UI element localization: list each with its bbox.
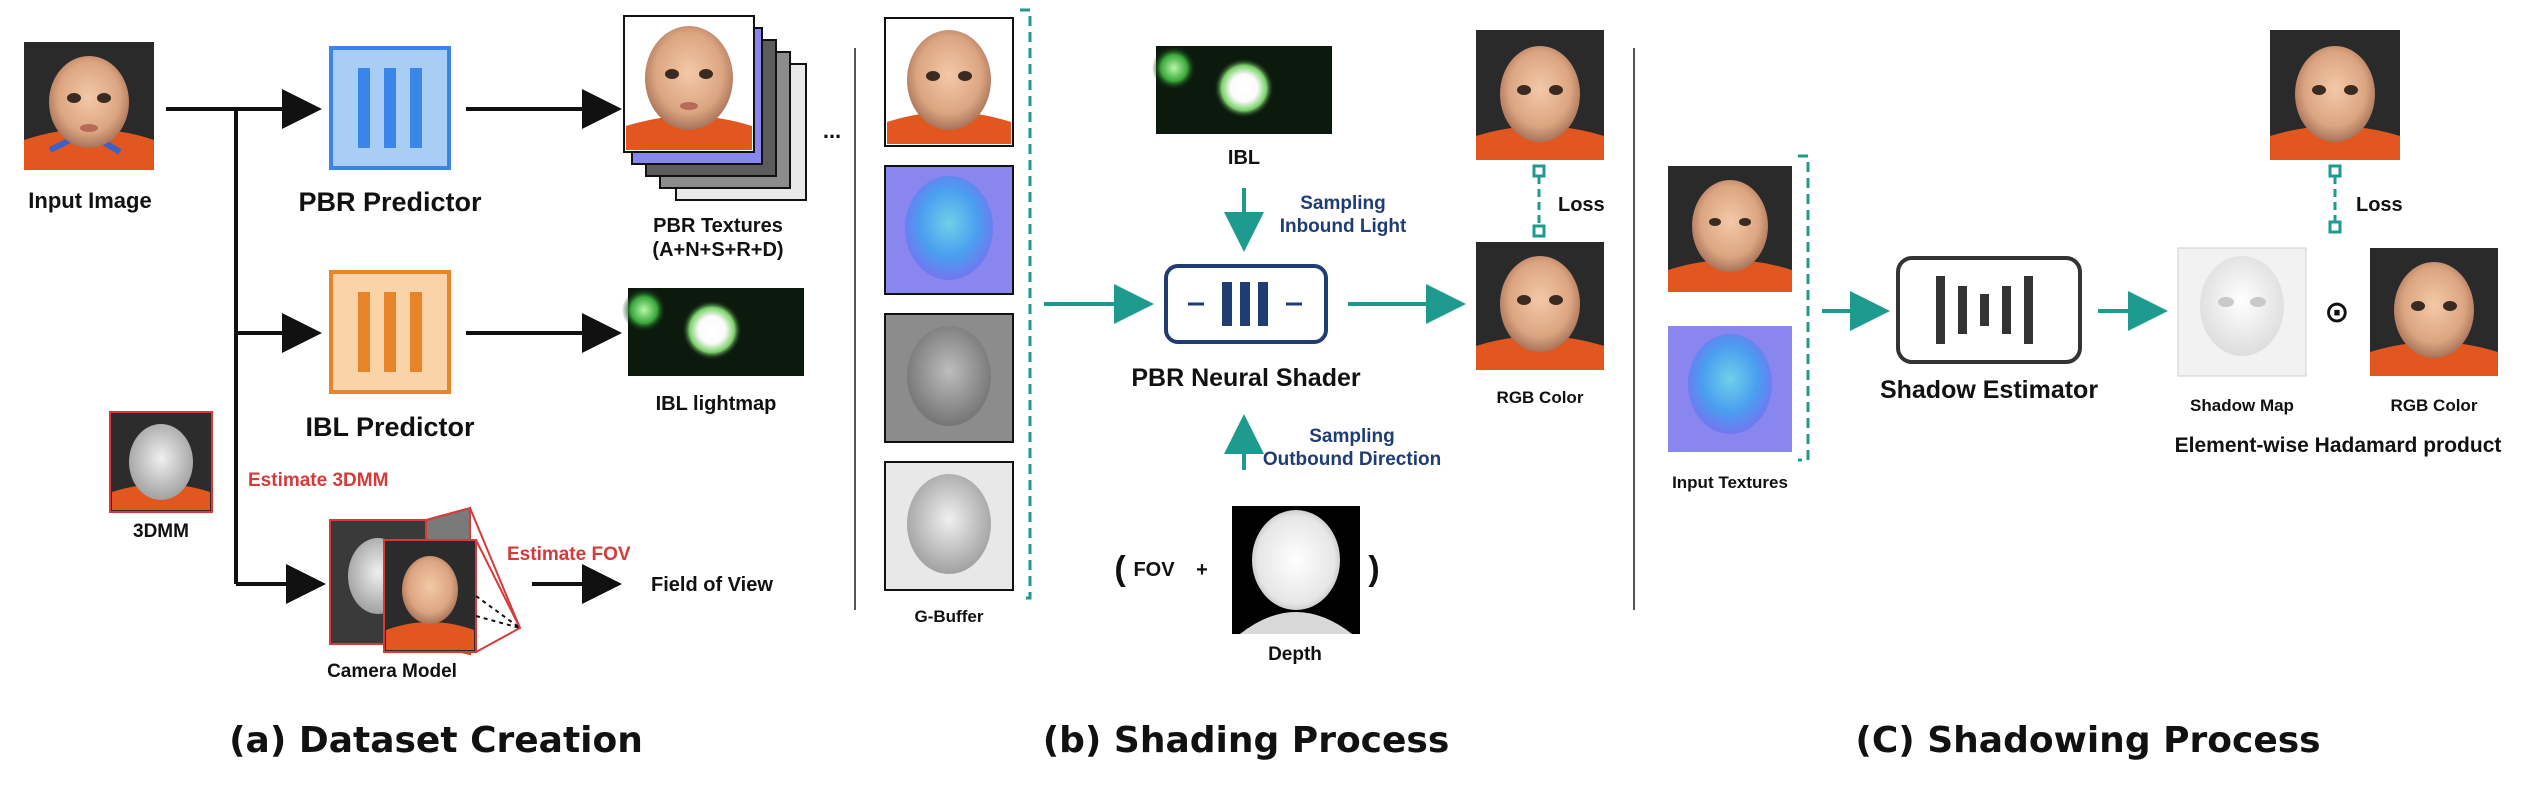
pbr-textures-label: PBR Textures xyxy=(653,215,783,237)
fov-term: FOV xyxy=(1133,559,1175,581)
tdmm-thumbnail xyxy=(109,411,213,513)
estimate-3dmm-label: Estimate 3DMM xyxy=(248,470,388,491)
shadow-map-image xyxy=(2177,247,2307,377)
sampling-outbound-label-1: Sampling xyxy=(1309,426,1395,447)
estimate-fov-label: Estimate FOV xyxy=(507,544,631,565)
pbr-neural-shader-label: PBR Neural Shader xyxy=(1131,364,1361,392)
field-of-view-label: Field of View xyxy=(651,574,773,596)
hadamard-product-label: Element-wise Hadamard product xyxy=(2175,434,2502,457)
ground-truth-image xyxy=(1476,30,1604,160)
pbr-predictor-block xyxy=(329,46,451,170)
loss-connector-b xyxy=(1532,164,1546,238)
panel-shading-process: G-Buffer IBL Sampling Inbound Light PBR … xyxy=(884,8,1605,761)
ibl-lightmap-image xyxy=(622,288,804,376)
pbr-textures-sublabel: (A+N+S+R+D) xyxy=(652,239,783,261)
ibl-predictor-block xyxy=(329,270,451,394)
plus-sign: + xyxy=(1196,559,1208,581)
ibl-image xyxy=(1152,46,1332,134)
pbr-textures-stack xyxy=(623,15,807,201)
ibl-label: IBL xyxy=(1228,147,1260,169)
gbuffer-specular xyxy=(884,313,1014,443)
shadow-estimator-block xyxy=(1896,256,2082,364)
gbuffer-normal xyxy=(884,165,1014,295)
paren-open: ( xyxy=(1114,550,1126,588)
sampling-inbound-label-2: Inbound Light xyxy=(1280,216,1407,237)
ibl-predictor-label: IBL Predictor xyxy=(305,412,475,442)
input-texture-normal xyxy=(1668,326,1792,452)
input-image-label: Input Image xyxy=(28,188,151,213)
loss-label-b: Loss xyxy=(1558,194,1605,216)
depth-label: Depth xyxy=(1268,644,1322,665)
caption-shadowing-process: (C) Shadowing Process xyxy=(1855,720,2320,761)
caption-dataset-creation: (a) Dataset Creation xyxy=(229,720,643,761)
gbuffer-label: G-Buffer xyxy=(915,607,984,626)
input-texture-albedo xyxy=(1668,166,1792,292)
tdmm-label: 3DMM xyxy=(133,521,189,542)
input-textures-bracket xyxy=(1798,154,1810,462)
input-textures-label: Input Textures xyxy=(1672,473,1788,492)
gbuffer-roughness xyxy=(884,461,1014,591)
camera-model-figure xyxy=(329,506,522,656)
caption-shading-process: (b) Shading Process xyxy=(1043,720,1450,761)
gbuffer-albedo xyxy=(884,17,1014,147)
depth-image xyxy=(1232,506,1360,634)
sampling-inbound-label-1: Sampling xyxy=(1300,193,1386,214)
sampling-outbound-label-2: Outbound Direction xyxy=(1263,449,1441,470)
loss-connector-c xyxy=(2328,164,2342,234)
ellipsis-more-textures: ... xyxy=(823,118,841,143)
panel-dataset-creation: Input Image PBR Predictor xyxy=(24,15,841,761)
shadow-estimator-label: Shadow Estimator xyxy=(1880,376,2098,404)
loss-label-c: Loss xyxy=(2356,194,2403,216)
pbr-predictor-label: PBR Predictor xyxy=(298,187,482,217)
rgb-color-label-b: RGB Color xyxy=(1497,388,1584,407)
shadow-map-label: Shadow Map xyxy=(2190,396,2294,415)
input-image-thumbnail xyxy=(24,42,154,170)
paren-close: ) xyxy=(1368,550,1379,588)
rgb-color-image-c xyxy=(2370,248,2498,376)
hadamard-operator: ⊙ xyxy=(2324,296,2349,329)
gbuffer-bracket xyxy=(1020,8,1032,600)
rgb-color-label-c: RGB Color xyxy=(2391,396,2478,415)
ground-truth-image-c xyxy=(2270,30,2400,160)
ibl-lightmap-label: IBL lightmap xyxy=(656,393,777,415)
panel-shadowing-process: Input Textures Shadow Estimator Shadow M… xyxy=(1668,30,2501,761)
pbr-neural-shader-block xyxy=(1164,264,1328,344)
rgb-output-image xyxy=(1476,242,1604,370)
camera-model-label: Camera Model xyxy=(327,661,457,682)
